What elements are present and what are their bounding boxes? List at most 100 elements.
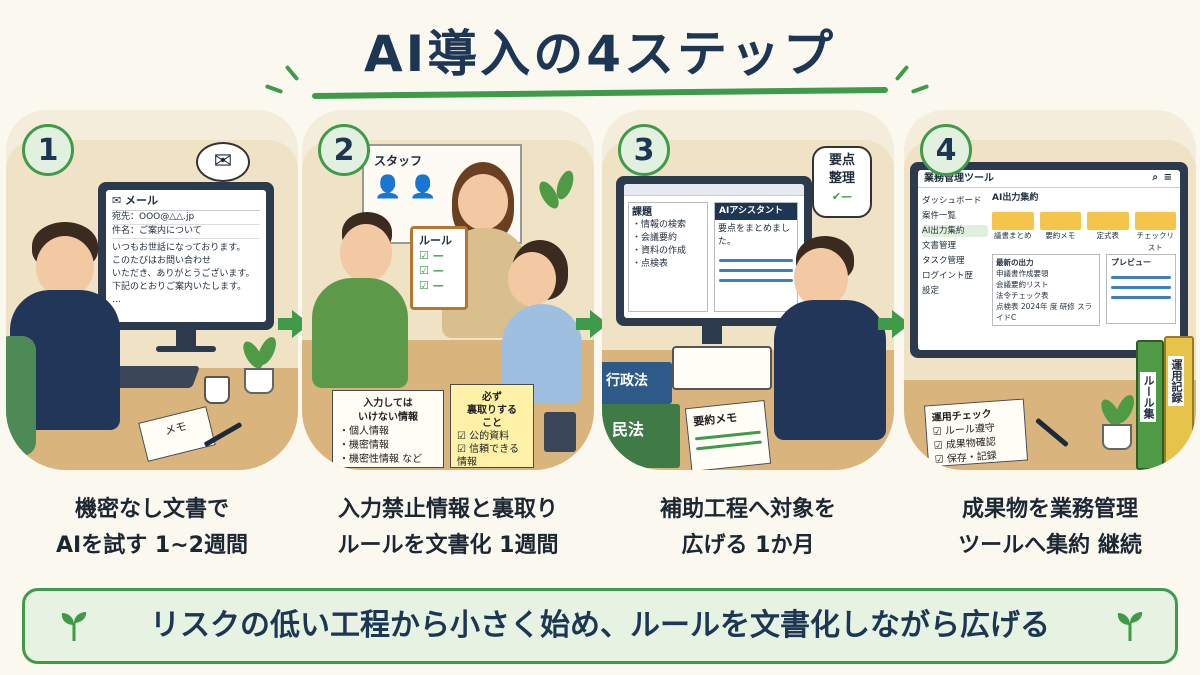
preview-panel: プレビュー [1106,254,1176,324]
folder-label: 定式表 [1096,231,1120,240]
step-3-panel: 課題 ・情報の検索 ・会議要約 ・資料の作成 ・点検表 AIアシスタント 要点を… [602,110,894,470]
title-underline [311,86,889,100]
person-head [458,174,508,230]
step-2-badge: 2 [318,124,370,176]
check-title: 裏取りする [467,405,517,416]
check-rule-note: 必ず 裏取りする こと ☑ 公的資料 ☑ 信頼できる情報 [450,384,534,468]
clipboard: ルール ☑ —☑ —☑ — [410,226,468,310]
folder-row: 議書まとめ 要約メモ 定式表 チェックリスト [992,212,1176,254]
folder-label: チェックリスト [1136,231,1175,252]
app-sidebar: ダッシュボード 案件一覧 AI出力集約 文書管理 タスク管理 ログイント歴 設定 [922,192,988,300]
step-2-caption-line: 入力禁止情報と裏取り [337,497,558,522]
folder-icon[interactable]: チェックリスト [1134,212,1176,254]
person-body [312,278,408,388]
recent-item[interactable]: 点検表 2024年 度 研修 スライドC [996,302,1093,322]
book-civil-law: 民法 [602,404,680,468]
check-icon: ✔— [831,190,853,203]
check-title: こと [482,418,502,429]
sprout-icon [61,612,87,641]
ng-title: いけない情報 [358,412,418,423]
page-title: AI導入の4ステップ [363,25,837,83]
mail-subject: 件名：ご案内について [112,225,260,239]
step-4-badge: 4 [920,124,972,176]
binder-rules: ルール集 [1136,340,1164,470]
nav-item-cases[interactable]: 案件一覧 [922,211,957,221]
step-3-caption-line: 広げる 1か月 [681,533,815,558]
person-head [794,248,848,308]
step-2-scene: スタッフ 👤 👤 ルール ☑ —☑ —☑ — 入力しては いけない情報 ・個人情… [302,140,594,470]
plant-icon [254,334,280,368]
coffee-mug-icon [204,376,230,404]
summary-banner: リスクの低い工程から小さく始め、ルールを文書化しながら広げる [22,588,1178,664]
person-head [508,252,556,306]
bubble-text: 要点 [828,153,855,168]
person-head [36,236,94,298]
person-body [774,300,886,440]
nav-item-tasks[interactable]: タスク管理 [922,256,965,266]
monitor-stand [702,326,722,344]
folder-icon[interactable]: 議書まとめ [992,212,1034,254]
step-1-caption: 機密なし文書で AIを試す 1~2週間 [6,492,298,564]
nav-item-documents[interactable]: 文書管理 [922,241,957,251]
binder-label: 運用記録 [1168,356,1184,406]
topic-item: ・情報の検索 [632,220,687,230]
nav-item-login-history[interactable]: ログイント歴 [922,271,974,281]
ng-item: ・機密性情報 など [339,454,423,465]
step-3-caption-line: 補助工程へ対象を [659,497,836,522]
recent-item[interactable]: 法令チェック表 [996,291,1049,300]
step-3-caption: 補助工程へ対象を 広げる 1か月 [602,492,894,564]
step-4-caption-line: ツールへ集約 継続 [958,533,1142,558]
step-1-panel: ✉ メール 宛先：OOO@△△.jp 件名：ご案内について いつもお世話になって… [6,110,298,470]
book-administrative-law: 行政法 [602,362,672,404]
recent-item[interactable]: 会議要約リスト [996,280,1049,289]
nav-item-dashboard[interactable]: ダッシュボード [922,196,982,206]
check-icon: ☑ —☑ —☑ — [419,249,444,292]
monitor-stand [176,330,196,348]
step-2-caption-line: ルールを文書化 1週間 [337,533,559,558]
topics-panel: 課題 ・情報の検索 ・会議要約 ・資料の作成 ・点検表 [628,202,708,312]
app-header: 業務管理ツール ⌕ ≡ [918,170,1180,188]
step-4-scene: 業務管理ツール ⌕ ≡ ダッシュボード 案件一覧 AI出力集約 文書管理 タスク… [904,140,1196,470]
preview-title: プレビュー [1111,258,1151,267]
summary-memo: 要約メモ [684,399,772,470]
app-title: 業務管理ツール [924,173,994,184]
pen-cup-icon [544,412,576,452]
mail-body: いただき、ありがとうございます。 [112,269,255,279]
step-2-caption: 入力禁止情報と裏取り ルールを文書化 1週間 [302,492,594,564]
binder-label: ルール集 [1140,372,1156,422]
topic-item: ・点検表 [632,259,669,269]
assistant-panel: AIアシスタント 要点をまとめました。 [714,202,798,312]
ng-info-note: 入力しては いけない情報 ・個人情報 ・機密情報 ・機密性情報 など [332,390,444,468]
binder-records: 運用記録 [1164,336,1194,470]
recent-item[interactable]: 申議書作成要領 [996,269,1049,278]
recent-list: 最新の出力 申議書作成要領 会議要約リスト 法令チェック表 点検表 2024年 … [992,254,1100,326]
book-open-icon [672,346,772,390]
recent-title: 最新の出力 [996,258,1034,267]
bubble: 要点 整理 ✔— [812,146,872,218]
check-item: ☑ 信頼できる情報 [457,444,519,468]
search-icon[interactable]: ⌕ [1152,172,1158,183]
menu-icon[interactable]: ≡ [1163,172,1172,183]
step-2-panel: スタッフ 👤 👤 ルール ☑ —☑ —☑ — 入力しては いけない情報 ・個人情… [302,110,594,470]
topic-item: ・会議要約 [632,233,678,243]
nav-item-ai-output[interactable]: AI出力集約 [922,225,988,237]
staff-icons: 👤 👤 [374,175,437,200]
mail-body: このたびはお問い合わせ [112,256,212,266]
mail-title: メール [125,194,159,207]
topic-item: ・資料の作成 [632,246,687,256]
step-1-caption-line: 機密なし文書で [74,497,229,522]
ng-title: 入力しては [363,398,413,409]
book-title: 民法 [612,420,645,439]
plant-icon [553,168,577,202]
step-1-caption-line: AIを試す 1~2週間 [56,533,248,558]
folder-icon[interactable]: 定式表 [1087,212,1129,254]
step-3-badge: 3 [618,124,670,176]
clipboard-title: ルール [419,234,452,247]
folder-icon[interactable]: 要約メモ [1039,212,1081,254]
memo-label: メモ [163,419,188,438]
browser-bar [624,184,804,196]
folder-label: 要約メモ [1045,231,1076,240]
nav-item-settings[interactable]: 設定 [922,286,940,296]
mail-body: いつもお世話になっております。 [112,243,246,253]
check-item: ☑ 公的資料 [457,431,510,442]
